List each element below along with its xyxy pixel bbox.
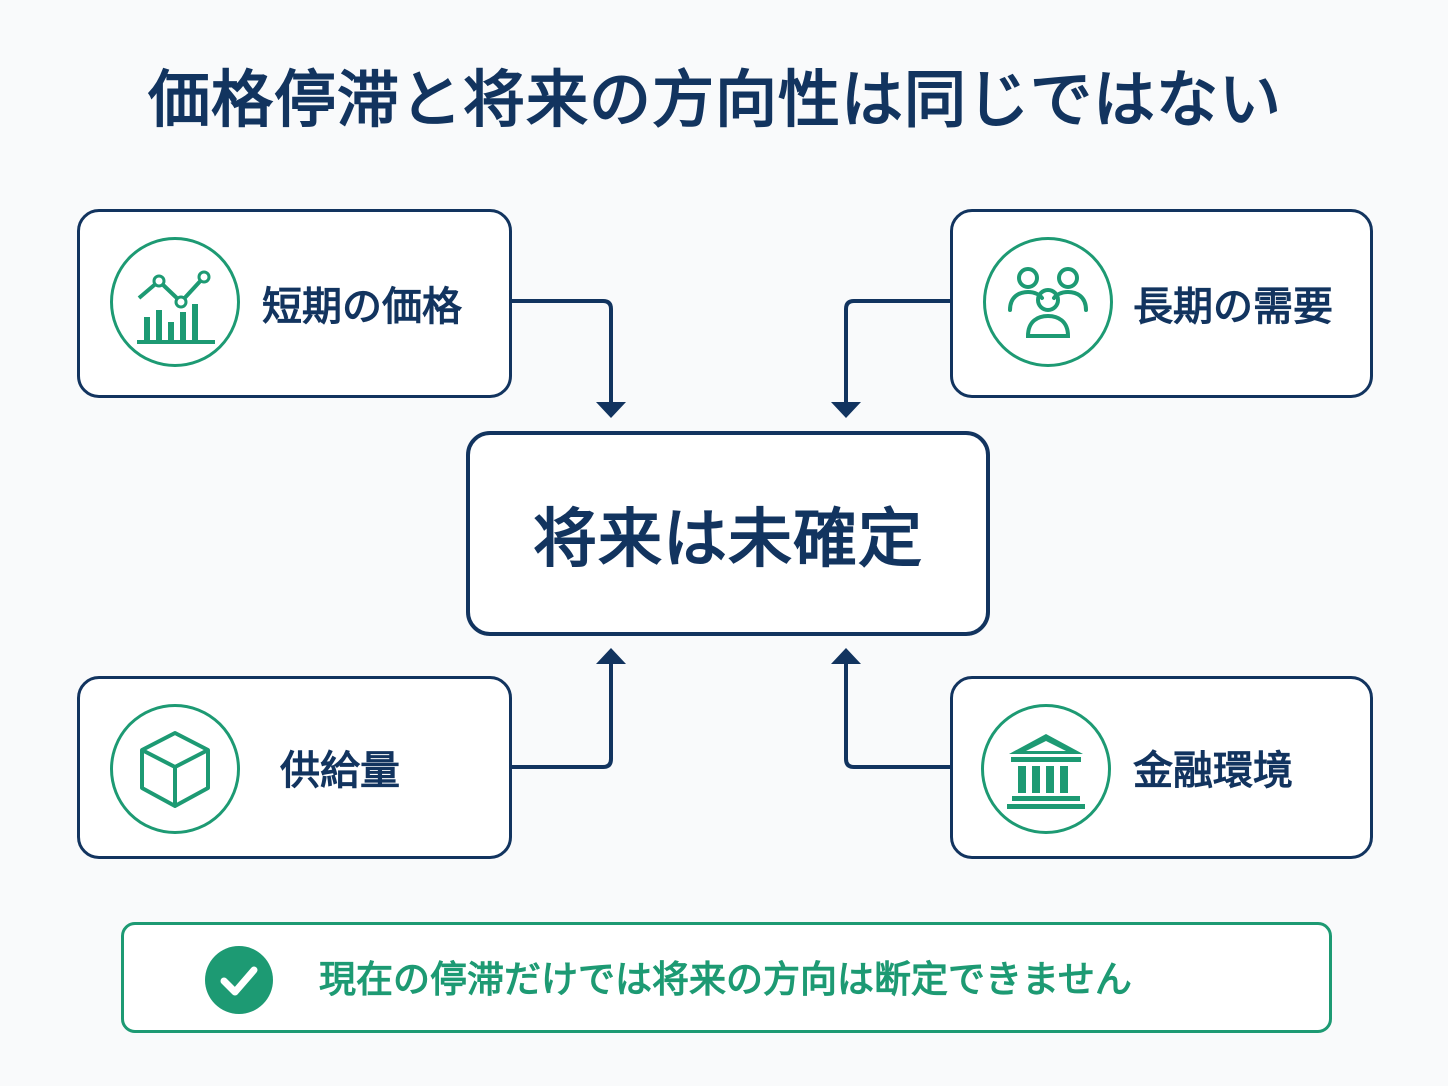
arrow-supply bbox=[512, 662, 613, 769]
factor-label: 供給量 bbox=[280, 748, 400, 794]
center-label: 将来は未確定 bbox=[533, 502, 923, 577]
bank-building-icon bbox=[1007, 734, 1085, 809]
note-banner: 現在の停滞だけでは将来の方向は断定できません bbox=[121, 922, 1332, 1033]
bar-line-chart-icon bbox=[137, 270, 215, 344]
note-text: 現在の停滞だけでは将来の方向は断定できません bbox=[319, 958, 1132, 1001]
factor-card-financial-environment: 金融環境 bbox=[950, 676, 1373, 859]
center-card: 将来は未確定 bbox=[466, 431, 990, 636]
icon-badge bbox=[110, 237, 240, 367]
icon-badge bbox=[983, 237, 1113, 367]
icon-badge bbox=[981, 704, 1111, 834]
arrow-financial bbox=[844, 662, 950, 769]
check-circle-icon bbox=[205, 946, 273, 1014]
arrowhead-long-term-demand bbox=[831, 402, 861, 418]
page-title: 価格停滞と将来の方向性は同じではない bbox=[148, 63, 1283, 136]
arrowhead-financial bbox=[831, 648, 861, 664]
factor-card-supply: 供給量 bbox=[77, 676, 512, 859]
icon-badge bbox=[110, 704, 240, 834]
arrowhead-short-term-price bbox=[596, 402, 626, 418]
arrowhead-supply bbox=[596, 648, 626, 664]
factor-card-short-term-price: 短期の価格 bbox=[77, 209, 512, 398]
people-group-icon bbox=[1008, 267, 1088, 338]
factor-label: 金融環境 bbox=[1133, 748, 1293, 794]
factor-label: 長期の需要 bbox=[1133, 284, 1333, 330]
arrow-long-term-demand bbox=[844, 299, 950, 404]
factor-card-long-term-demand: 長期の需要 bbox=[950, 209, 1373, 398]
arrow-short-term-price bbox=[512, 299, 613, 404]
factor-label: 短期の価格 bbox=[262, 284, 462, 330]
cube-icon bbox=[140, 731, 210, 808]
